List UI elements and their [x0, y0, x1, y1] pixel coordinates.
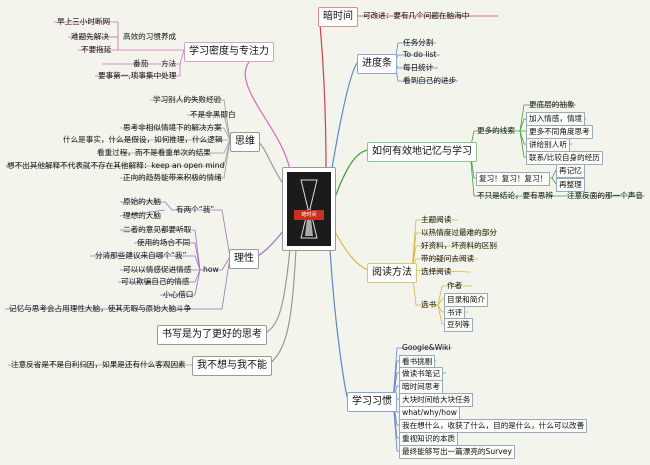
memory-conclusion-label[interactable]: 不只是结论，要有思辨	[477, 191, 553, 200]
reading-item[interactable]: 主题阅读	[421, 215, 452, 224]
reading-select-item[interactable]: 目录和简介	[444, 293, 488, 307]
reading-select-item[interactable]: 书评	[444, 306, 466, 320]
reason-how-item[interactable]: 使用的场合不同	[137, 238, 191, 247]
focus-method-item[interactable]: 番茄	[133, 59, 149, 68]
central-book-node[interactable]: 暗时间	[282, 167, 336, 251]
connector-writing	[261, 247, 291, 335]
book-title-label: 暗时间	[294, 210, 324, 220]
focus-habits-label[interactable]: 高效的习惯养成	[123, 32, 177, 41]
focus-habit-item[interactable]: 难题先解决	[71, 32, 109, 41]
memory-review-item[interactable]: 再整理	[556, 178, 585, 192]
habit-item[interactable]: 重视知识的本质	[399, 432, 459, 446]
memory-review-label[interactable]: 复习！复习！复习！	[476, 172, 551, 186]
reading-item[interactable]: 选择阅读	[421, 267, 452, 276]
progress-item[interactable]: 看到自己的进步	[403, 76, 457, 85]
connector-habits	[329, 248, 349, 401]
memory-cue-item[interactable]: 更多不同角度思考	[526, 125, 593, 139]
habit-item[interactable]: 我在想什么，收获了什么，目的是什么，什么可以改善	[399, 419, 588, 433]
topic-focus[interactable]: 学习密度与专注力	[184, 42, 274, 62]
dontwant-item[interactable]: 注意反省是不是自利归因，如果是还有什么客观因素	[11, 360, 186, 369]
progress-item[interactable]: 每日统计	[403, 63, 434, 72]
habit-item[interactable]: 大块时间给大块任务	[399, 393, 474, 407]
connector-thinking	[255, 139, 285, 186]
topic-dont-want-cant[interactable]: 我不想与我不能	[192, 356, 272, 376]
habit-item[interactable]: 暗时间思考	[399, 380, 443, 394]
focus-method-label[interactable]: 方法	[161, 59, 177, 68]
memory-review-item[interactable]: 再记忆	[556, 164, 585, 178]
memory-cue-item[interactable]: 加入情感，情境	[526, 112, 586, 126]
memory-cues-label[interactable]: 更多的线索	[477, 126, 515, 135]
reason-how-item[interactable]: 分清那些建议来自哪个“我”	[95, 251, 187, 260]
reason-how-item[interactable]: 可以欺骗自己的情感	[121, 277, 190, 286]
habit-item[interactable]: 最终能够写出一篇漂亮的Survey	[399, 445, 515, 459]
memory-cue-item[interactable]: 更底层的抽象	[529, 100, 575, 109]
book-cover-image: 暗时间	[287, 172, 331, 246]
thinking-item[interactable]: 什么是事实，什么是假设，如何推理，什么逻辑	[63, 135, 223, 144]
topic-memory-learning[interactable]: 如何有效地记忆与学习	[367, 142, 477, 162]
reason-how-item[interactable]: 可以以情感促进情感	[123, 265, 192, 274]
topic-reading-method[interactable]: 阅读方法	[367, 263, 417, 283]
reason-how-item[interactable]: 二者的意见都要听取	[123, 225, 192, 234]
reason-self-item[interactable]: 原始的大脑	[123, 197, 161, 206]
thinking-item[interactable]: 不是非黑即白	[190, 110, 236, 119]
thinking-item[interactable]: 学习别人的失败经验	[153, 95, 222, 104]
reason-two-selves-label[interactable]: 有两个“我”	[176, 205, 215, 214]
connector-darktime	[319, 15, 327, 171]
reading-item[interactable]: 好资料，坏资料的区别	[421, 241, 497, 250]
darktime-item[interactable]: 可改进：要有几个问题在脑海中	[363, 11, 470, 20]
reading-select-label[interactable]: 选书	[421, 300, 437, 309]
hourglass-icon	[300, 179, 318, 239]
progress-item[interactable]: 任务分割	[403, 38, 434, 47]
reason-self-item[interactable]: 理想的大脑	[123, 211, 161, 220]
reason-final-item[interactable]: 记忆与思考会占用理性大脑，使其无暇与原始大脑斗争	[9, 304, 192, 313]
thinking-item[interactable]: 正向的趋势能带来积极的情绪	[123, 173, 222, 182]
connector-reading	[333, 229, 369, 271]
focus-habit-item[interactable]: 不要拖延	[81, 45, 112, 54]
reason-how-item[interactable]: 小心借口	[163, 290, 194, 299]
reading-select-item[interactable]: 作者	[447, 281, 463, 290]
reading-item[interactable]: 以热情度过最难的部分	[421, 228, 497, 237]
reason-how-label[interactable]: how	[203, 265, 219, 274]
topic-writing[interactable]: 书写是为了更好的思考	[157, 325, 267, 345]
connector-memory	[333, 149, 369, 201]
topic-reason[interactable]: 理性	[229, 249, 259, 269]
topic-dark-time[interactable]: 暗时间	[318, 7, 358, 27]
habit-item[interactable]: 做读书笔记	[399, 367, 443, 381]
thinking-item[interactable]: 想不出其他解释不代表就不存在其他解释：keep an open mind	[7, 161, 225, 170]
reading-item[interactable]: 带的疑问去阅读	[421, 254, 475, 263]
memory-cue-item[interactable]: 讲给别人听	[526, 138, 570, 152]
reading-select-item[interactable]: 豆列等	[444, 318, 473, 332]
connector-dontwant	[267, 248, 297, 366]
focus-habit-item[interactable]: 早上三小时断网	[57, 17, 111, 26]
thinking-item[interactable]: 看重过程，而不是看重单次的结果	[97, 148, 211, 157]
topic-progress[interactable]: 进度条	[357, 54, 397, 74]
topic-study-habits[interactable]: 学习习惯	[347, 392, 397, 412]
progress-item[interactable]: To do list	[403, 50, 437, 59]
connector-focus	[244, 49, 291, 171]
thinking-item[interactable]: 思考非相似情境下的解决方案	[123, 123, 222, 132]
memory-cue-item[interactable]: 联系/比较自身的经历	[526, 151, 603, 165]
memory-conclusion-item[interactable]: 注意反面的那一个声音	[567, 191, 643, 200]
connector-reason	[254, 229, 285, 258]
connector-progress	[329, 61, 359, 181]
habit-item[interactable]: Google&Wiki	[402, 343, 451, 352]
habit-item[interactable]: what/why/how	[399, 406, 460, 420]
focus-priority[interactable]: 要事第一,琐事集中处理	[98, 71, 177, 80]
topic-thinking[interactable]: 思维	[230, 132, 260, 152]
